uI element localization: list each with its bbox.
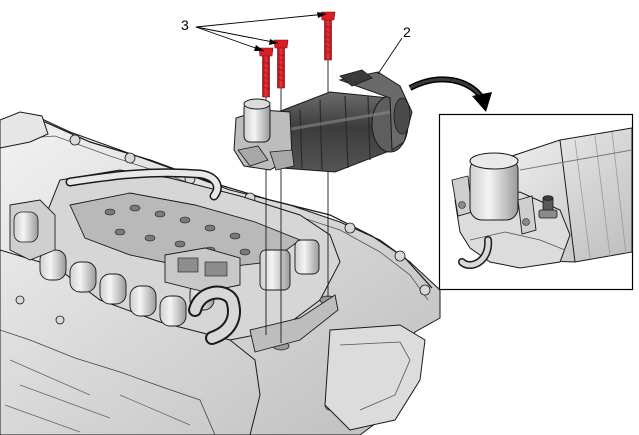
detail-inset [438, 113, 634, 291]
mounting-bolts [258, 11, 336, 98]
bolt-3 [320, 11, 336, 61]
callout-2: 2 [403, 24, 411, 40]
electric-oil-pump [233, 69, 413, 173]
valve-body [9, 168, 341, 353]
bolt-1 [258, 47, 274, 98]
callout-3: 3 [181, 17, 189, 33]
bolt-2 [273, 39, 289, 89]
detail-pump-view [451, 127, 633, 269]
detail-arrow [408, 76, 492, 112]
callout-arrowheads [254, 12, 326, 51]
